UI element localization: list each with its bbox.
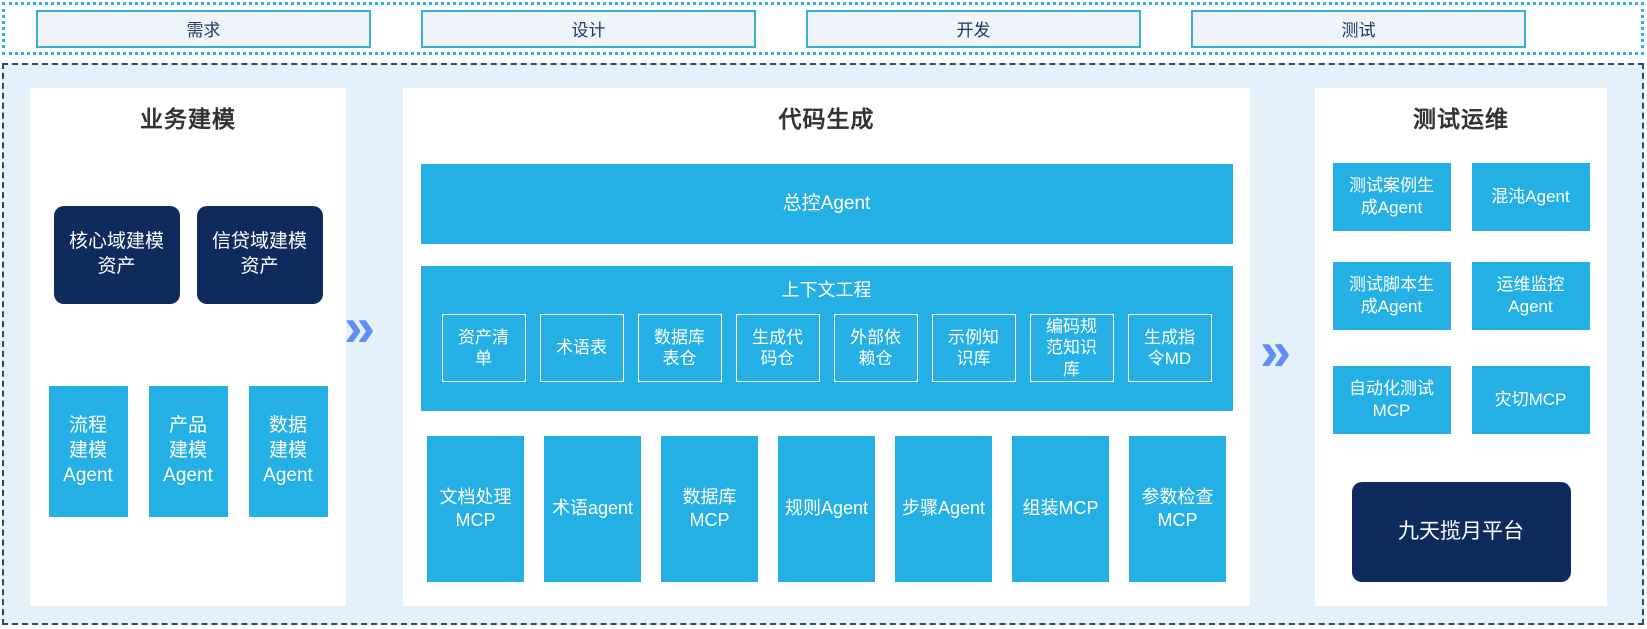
box-document-processing-mcp: 文档处理 MCP <box>427 436 524 582</box>
architecture-canvas: 业务建模 核心域建模 资产 信贷域建模 资产 流程 建模 Agent 产品 建模… <box>2 63 1644 625</box>
box-rule-agent: 规则Agent <box>778 436 875 582</box>
box-disaster-switch-mcp: 灾切MCP <box>1471 366 1590 434</box>
asset-box-row: 核心域建模 资产 信贷域建模 资产 <box>30 206 346 304</box>
box-label: 总控Agent <box>782 192 871 214</box>
box-label: 资产清 单 <box>458 327 509 368</box>
context-engineering-group: 上下文工程 资产清 单 术语表 数据库 表仓 生成代 码仓 外部依 赖仓 <box>420 266 1233 411</box>
box-label: 步骤Agent <box>901 498 986 519</box>
box-glossary: 术语表 <box>539 314 624 382</box>
phase-box-requirements: 需求 <box>36 9 371 48</box>
phase-label: 需求 <box>186 21 221 40</box>
box-label: 测试案例生 成Agent <box>1349 175 1434 217</box>
box-label: 示例知 识库 <box>948 327 999 368</box>
box-chaos-agent: 混沌Agent <box>1471 163 1590 231</box>
phase-box-testing: 测试 <box>1191 9 1526 48</box>
phase-band: 需求 设计 开发 测试 <box>2 2 1644 55</box>
context-engineering-title: 上下文工程 <box>781 280 872 300</box>
box-label: 混沌Agent <box>1491 186 1570 206</box>
box-external-dependency-repo: 外部依 赖仓 <box>833 314 918 382</box>
box-parameter-check-mcp: 参数检查 MCP <box>1129 436 1226 582</box>
box-terminology-agent: 术语agent <box>544 436 641 582</box>
box-label: 参数检查 MCP <box>1141 486 1214 530</box>
box-data-modeling-agent: 数据 建模 Agent <box>248 386 328 517</box>
panel-test-operations: 测试运维 测试案例生 成Agent 混沌Agent 测试脚本生 成Agent 运… <box>1315 88 1607 606</box>
box-coding-standards-knowledge-base: 编码规 范知识 库 <box>1029 314 1114 382</box>
phase-label: 开发 <box>956 21 991 40</box>
phase-label: 测试 <box>1341 21 1376 40</box>
box-label: 核心域建模 资产 <box>68 231 164 277</box>
box-label: 流程 建模 Agent <box>63 415 113 486</box>
panel-code-generation: 代码生成 总控Agent 上下文工程 资产清 单 术语表 数据库 表仓 生成代 … <box>403 88 1250 606</box>
box-label: 数据库 MCP <box>682 486 737 530</box>
box-test-script-generation-agent: 测试脚本生 成Agent <box>1332 262 1451 330</box>
box-label: 组装MCP <box>1022 498 1099 519</box>
box-assembly-mcp: 组装MCP <box>1012 436 1109 582</box>
box-label: 规则Agent <box>784 498 869 519</box>
box-label: 数据库 表仓 <box>654 327 705 368</box>
box-label: 九天揽月平台 <box>1398 520 1524 544</box>
chevron-double-right-icon: » <box>344 295 376 358</box>
box-label: 生成代 码仓 <box>752 327 803 368</box>
box-asset-list: 资产清 单 <box>441 314 526 382</box>
box-ops-monitoring-agent: 运维监控 Agent <box>1471 262 1590 330</box>
panel-business-modeling: 业务建模 核心域建模 资产 信贷域建模 资产 流程 建模 Agent 产品 建模… <box>30 88 346 606</box>
box-label: 自动化测试 MCP <box>1349 378 1434 420</box>
phase-box-design: 设计 <box>421 9 756 48</box>
box-master-control-agent: 总控Agent <box>420 164 1233 244</box>
panel-title: 业务建模 <box>140 106 236 132</box>
box-label: 产品 建模 Agent <box>163 415 213 486</box>
tool-box-row: 文档处理 MCP 术语agent 数据库 MCP 规则Agent 步骤Agent… <box>403 436 1250 582</box>
chevron-double-right-icon: » <box>1260 319 1292 382</box>
box-database-table-repo: 数据库 表仓 <box>637 314 722 382</box>
box-label: 运维监控 Agent <box>1496 274 1565 316</box>
box-credit-domain-assets: 信贷域建模 资产 <box>196 206 323 304</box>
phase-box-development: 开发 <box>806 9 1141 48</box>
box-label: 测试脚本生 成Agent <box>1349 274 1434 316</box>
box-label: 外部依 赖仓 <box>850 327 901 368</box>
modeling-agent-row: 流程 建模 Agent 产品 建模 Agent 数据 建模 Agent <box>30 386 346 517</box>
context-item-row: 资产清 单 术语表 数据库 表仓 生成代 码仓 外部依 赖仓 示例知 识库 <box>421 314 1233 382</box>
ops-box-row: 测试案例生 成Agent 混沌Agent <box>1315 163 1607 231</box>
panel-title: 测试运维 <box>1413 106 1509 132</box>
box-label: 文档处理 MCP <box>439 486 512 530</box>
ops-box-row: 自动化测试 MCP 灾切MCP <box>1315 366 1607 434</box>
box-label: 信贷域建模 资产 <box>211 231 307 277</box>
phase-label: 设计 <box>571 21 606 40</box>
box-example-knowledge-base: 示例知 识库 <box>931 314 1016 382</box>
box-core-domain-assets: 核心域建模 资产 <box>53 206 180 304</box>
box-process-modeling-agent: 流程 建模 Agent <box>48 386 128 517</box>
box-product-modeling-agent: 产品 建模 Agent <box>148 386 228 517</box>
ops-box-row: 测试脚本生 成Agent 运维监控 Agent <box>1315 262 1607 330</box>
box-database-mcp: 数据库 MCP <box>661 436 758 582</box>
box-label: 术语agent <box>551 498 634 519</box>
box-step-agent: 步骤Agent <box>895 436 992 582</box>
box-generated-code-repo: 生成代 码仓 <box>735 314 820 382</box>
box-label: 术语表 <box>556 338 607 358</box>
box-test-case-generation-agent: 测试案例生 成Agent <box>1332 163 1451 231</box>
box-jiutian-lanyue-platform: 九天揽月平台 <box>1351 482 1571 582</box>
box-label: 生成指 令MD <box>1144 327 1195 368</box>
box-label: 编码规 范知识 库 <box>1046 317 1097 379</box>
box-label: 数据 建模 Agent <box>263 415 313 486</box>
box-label: 灾切MCP <box>1494 389 1567 409</box>
panel-title: 代码生成 <box>778 106 875 132</box>
box-generation-instruction-md: 生成指 令MD <box>1127 314 1212 382</box>
box-automated-testing-mcp: 自动化测试 MCP <box>1332 366 1451 434</box>
